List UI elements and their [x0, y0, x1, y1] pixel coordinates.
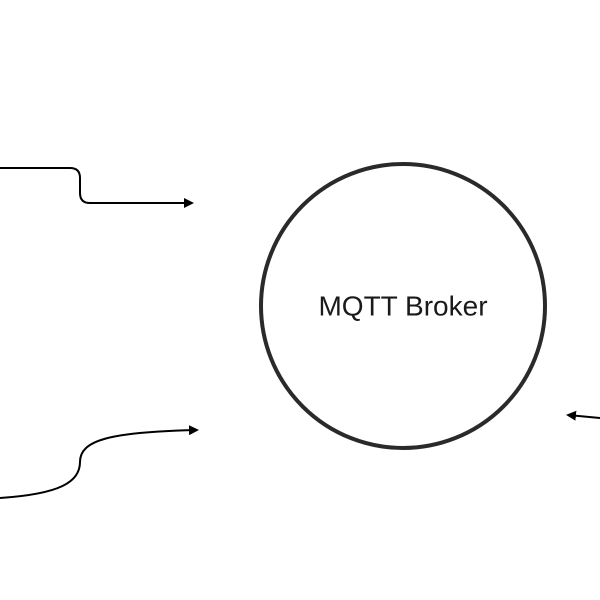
connector-top-left	[0, 167, 194, 208]
broker-label: MQTT Broker	[318, 291, 487, 322]
connector-right	[566, 410, 600, 421]
connector-bottom-left	[0, 425, 199, 499]
broker-node[interactable]: MQTT Broker	[259, 162, 547, 450]
broker-circle	[259, 162, 547, 450]
